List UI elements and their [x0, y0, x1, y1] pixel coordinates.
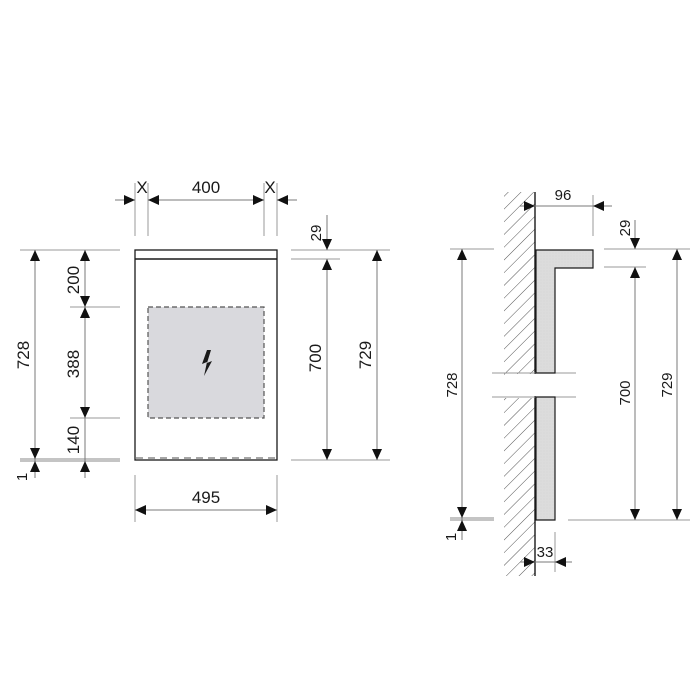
side-view: 96 33 728 1 29 700 729	[443, 187, 690, 576]
front-segment-middle-label: 388	[64, 350, 83, 378]
front-bottom-width-label: 495	[192, 488, 220, 507]
electric-bolt-icon	[202, 350, 212, 376]
front-right-top-gap-label: 29	[308, 225, 325, 242]
front-segment-top-label: 200	[64, 266, 83, 294]
front-left-total-label: 728	[14, 341, 33, 369]
radiator-side-profile	[535, 249, 594, 374]
front-left-gap-label: 1	[14, 473, 31, 481]
side-depth-bottom-label: 33	[537, 544, 554, 561]
side-left-total-label: 728	[444, 372, 461, 397]
front-top-width-label: 400	[192, 178, 220, 197]
connection-area	[147, 306, 265, 419]
front-right-total-label: 729	[356, 341, 375, 369]
side-right-height-label: 700	[617, 380, 634, 405]
side-left-gap-label: 1	[443, 533, 460, 541]
front-view: X 400 X 495 728 1 200 388 140	[14, 178, 390, 522]
wall-section	[504, 192, 535, 375]
front-offset-right-label: X	[264, 178, 275, 197]
front-segment-bottom-label: 140	[64, 426, 83, 454]
side-depth-top-label: 96	[555, 187, 572, 204]
front-offset-left-label: X	[136, 178, 147, 197]
front-right-height-label: 700	[306, 344, 325, 372]
side-right-total-label: 729	[659, 372, 676, 397]
side-right-top-gap-label: 29	[617, 220, 634, 237]
